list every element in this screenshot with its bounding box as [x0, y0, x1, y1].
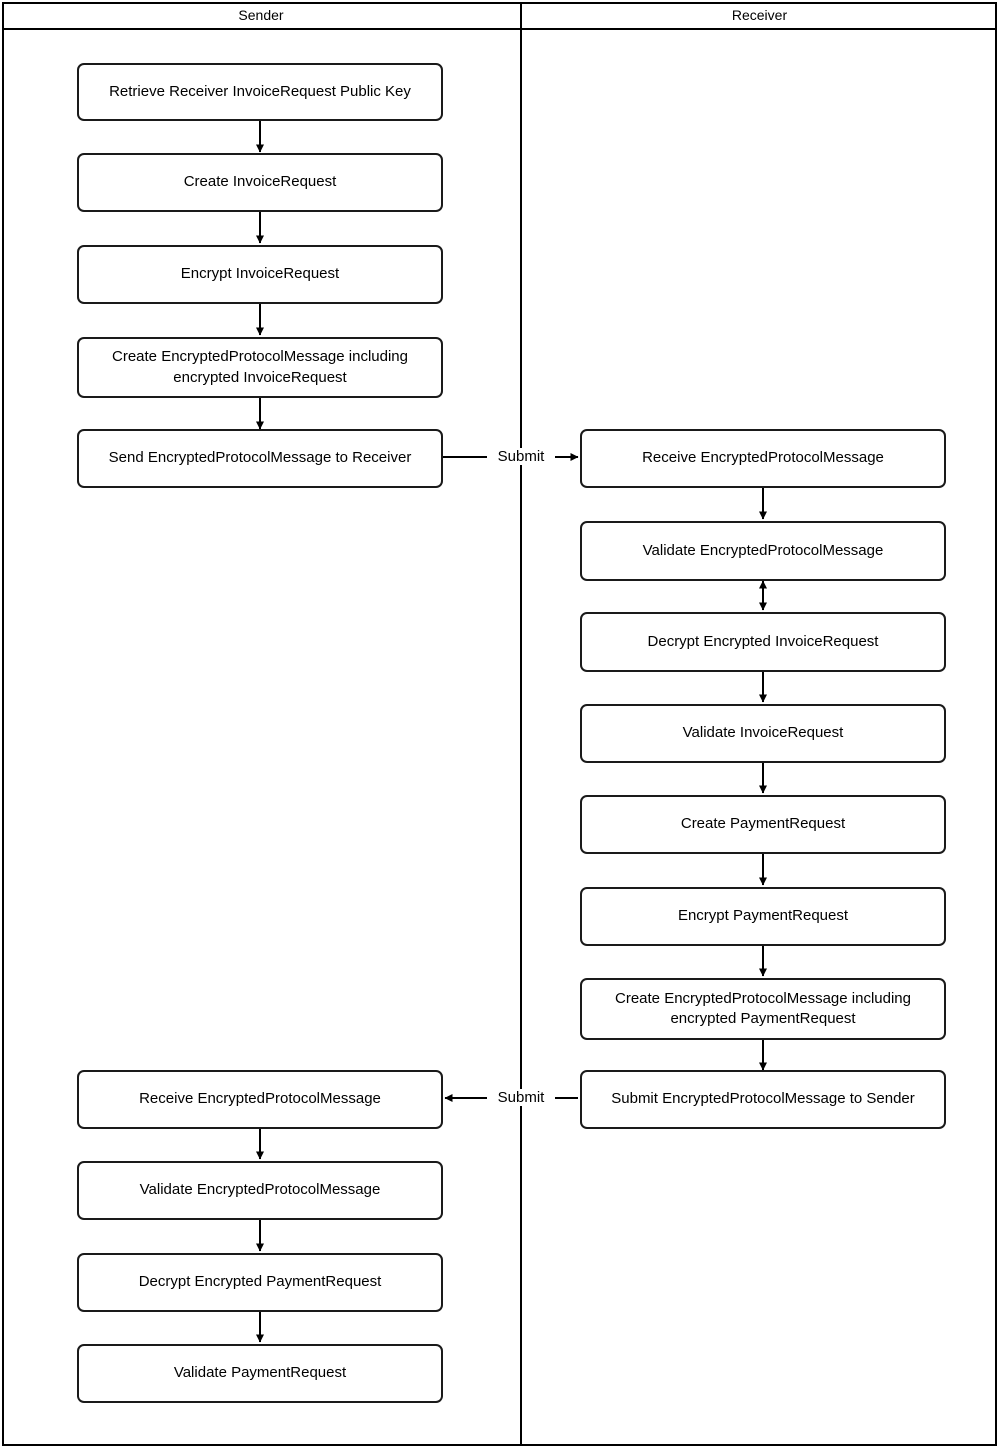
- node-create-encryptedprotocolmessage-invoicerequest[interactable]: Create EncryptedProtocolMessage includin…: [77, 337, 443, 398]
- lane-title-sender: Sender: [238, 7, 284, 23]
- node-decrypt-encrypted-invoicerequest[interactable]: Decrypt Encrypted InvoiceRequest: [580, 612, 946, 672]
- node-create-encryptedprotocolmessage-paymentrequest[interactable]: Create EncryptedProtocolMessage includin…: [580, 978, 946, 1040]
- lane-header-band: [2, 2, 997, 30]
- node-validate-paymentrequest[interactable]: Validate PaymentRequest: [77, 1344, 443, 1403]
- node-receive-encryptedprotocolmessage-sender[interactable]: Receive EncryptedProtocolMessage: [77, 1070, 443, 1129]
- node-create-paymentrequest[interactable]: Create PaymentRequest: [580, 795, 946, 854]
- edge-label-submit-return: Submit: [487, 1089, 555, 1106]
- node-retrieve-receiver-invoicerequest-public-key[interactable]: Retrieve Receiver InvoiceRequest Public …: [77, 63, 443, 121]
- node-submit-encryptedprotocolmessage-to-sender[interactable]: Submit EncryptedProtocolMessage to Sende…: [580, 1070, 946, 1129]
- node-create-invoicerequest[interactable]: Create InvoiceRequest: [77, 153, 443, 212]
- lane-divider: [520, 2, 522, 1446]
- node-validate-encryptedprotocolmessage-sender[interactable]: Validate EncryptedProtocolMessage: [77, 1161, 443, 1220]
- node-decrypt-encrypted-paymentrequest[interactable]: Decrypt Encrypted PaymentRequest: [77, 1253, 443, 1312]
- node-validate-invoicerequest[interactable]: Validate InvoiceRequest: [580, 704, 946, 763]
- edge-label-submit-forward: Submit: [487, 448, 555, 465]
- node-receive-encryptedprotocolmessage-receiver[interactable]: Receive EncryptedProtocolMessage: [580, 429, 946, 488]
- node-validate-encryptedprotocolmessage-receiver[interactable]: Validate EncryptedProtocolMessage: [580, 521, 946, 581]
- node-encrypt-paymentrequest[interactable]: Encrypt PaymentRequest: [580, 887, 946, 946]
- node-send-encryptedprotocolmessage-to-receiver[interactable]: Send EncryptedProtocolMessage to Receive…: [77, 429, 443, 488]
- node-encrypt-invoicerequest[interactable]: Encrypt InvoiceRequest: [77, 245, 443, 304]
- lane-title-receiver: Receiver: [731, 7, 788, 23]
